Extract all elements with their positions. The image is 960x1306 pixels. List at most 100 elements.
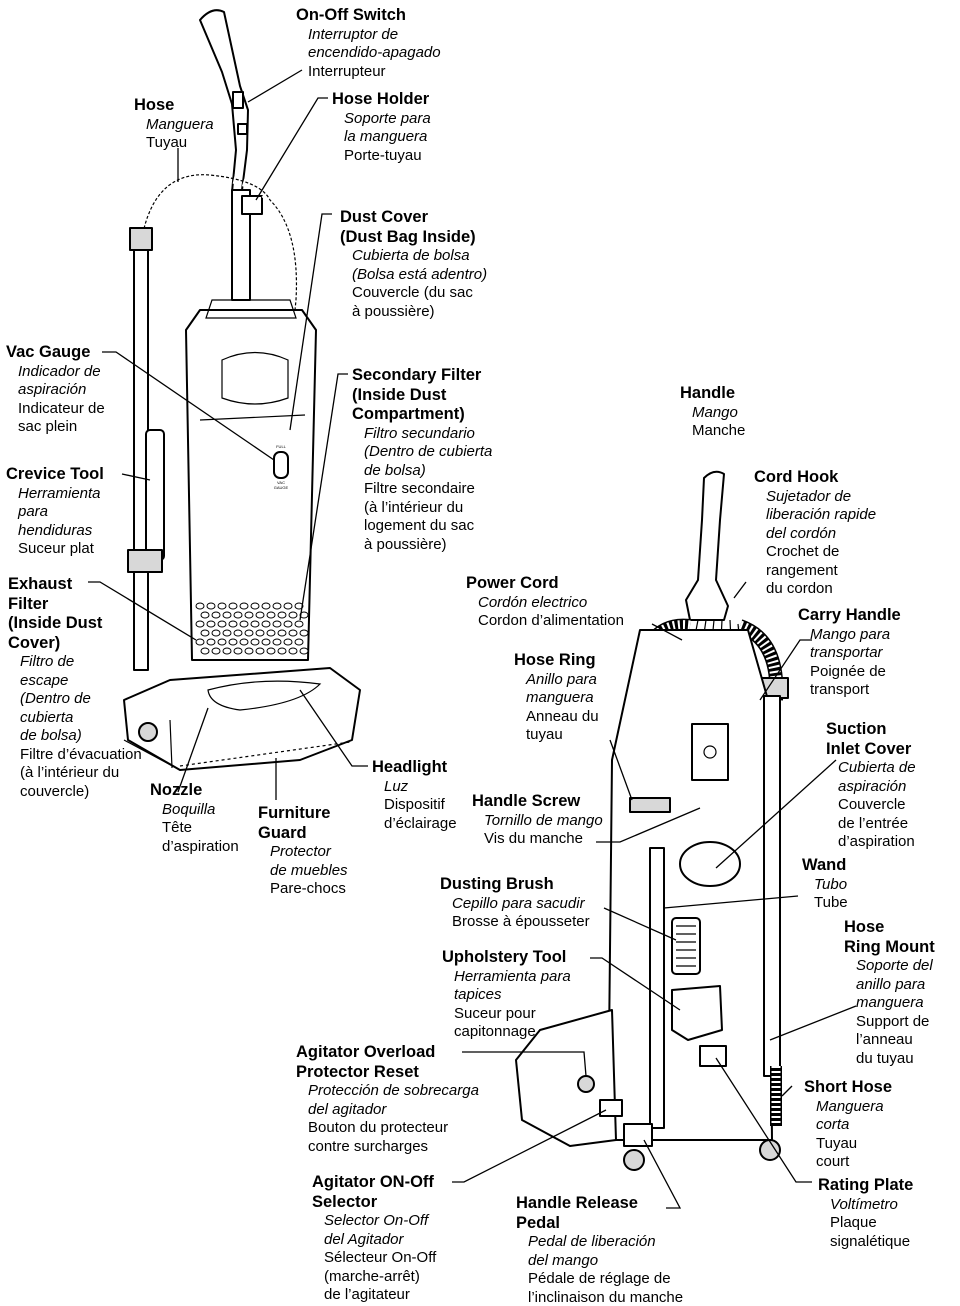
grille-hole bbox=[256, 648, 264, 654]
spanish-line: aspiración bbox=[6, 381, 105, 400]
french-line: logement du sac bbox=[352, 517, 492, 536]
grille-hole bbox=[223, 630, 231, 636]
french-line: d’éclairage bbox=[372, 815, 457, 834]
label-agitator-overload: Agitator OverloadProtector ResetProtecci… bbox=[296, 1043, 479, 1156]
grille-hole bbox=[196, 639, 204, 645]
french-line: Plaque bbox=[818, 1214, 913, 1233]
title-line: Exhaust bbox=[8, 575, 142, 595]
french-line: Interrupteur bbox=[296, 63, 441, 82]
french-line: Tube bbox=[802, 894, 848, 913]
title-line: Selector bbox=[312, 1193, 436, 1213]
title-line: Secondary Filter bbox=[352, 366, 492, 386]
french-line: du tuyau bbox=[844, 1050, 935, 1069]
french-line: Bouton du protecteur bbox=[296, 1119, 479, 1138]
french-line: Tuyau bbox=[134, 134, 214, 153]
grille-hole bbox=[267, 612, 275, 618]
grille-hole bbox=[284, 621, 292, 627]
spanish-line: Cubierta de bolsa bbox=[340, 247, 487, 266]
title-line: Short Hose bbox=[804, 1078, 892, 1098]
spanish-line: hendiduras bbox=[6, 522, 104, 541]
label-hose: HoseMangueraTuyau bbox=[134, 96, 214, 153]
title-line: (Inside Dust bbox=[352, 386, 492, 406]
grille-hole bbox=[223, 648, 231, 654]
grille-hole bbox=[229, 603, 237, 609]
title-line: Guard bbox=[258, 824, 348, 844]
spanish-line: Filtro de bbox=[8, 653, 142, 672]
rating-plate-part bbox=[700, 1046, 726, 1066]
french-line: du cordon bbox=[754, 580, 876, 599]
rear-wheel-right bbox=[760, 1140, 780, 1160]
french-line: court bbox=[804, 1153, 892, 1172]
title-line: Protector Reset bbox=[296, 1063, 479, 1083]
grille-hole bbox=[267, 648, 275, 654]
leader-on-off-switch bbox=[248, 70, 302, 102]
spanish-line: para bbox=[6, 503, 104, 522]
french-line: rangement bbox=[754, 562, 876, 581]
french-line: Manche bbox=[680, 422, 745, 441]
hose-holder-part bbox=[242, 196, 262, 214]
spanish-line: Luz bbox=[372, 778, 457, 797]
title-line: On-Off Switch bbox=[296, 6, 441, 26]
grille-hole bbox=[207, 621, 215, 627]
grille-hole bbox=[300, 630, 308, 636]
title-line: Handle Screw bbox=[472, 792, 603, 812]
french-line: Pare-chocs bbox=[258, 880, 348, 899]
title-line: Filter bbox=[8, 595, 142, 615]
grille-hole bbox=[212, 612, 220, 618]
french-line: à poussière) bbox=[352, 536, 492, 555]
french-line: Sélecteur On-Off bbox=[312, 1249, 436, 1268]
title-line: Hose Holder bbox=[332, 90, 431, 110]
grille-hole bbox=[234, 648, 242, 654]
french-line: Anneau du bbox=[514, 708, 599, 727]
french-line: d’aspiration bbox=[150, 838, 239, 857]
spanish-line: corta bbox=[804, 1116, 892, 1135]
grille-hole bbox=[251, 639, 259, 645]
title-line: Handle bbox=[680, 384, 745, 404]
grille-hole bbox=[245, 630, 253, 636]
grille-hole bbox=[295, 621, 303, 627]
grille-hole bbox=[289, 612, 297, 618]
spanish-line: Herramienta para bbox=[442, 968, 571, 987]
grille-hole bbox=[207, 603, 215, 609]
grille-hole bbox=[289, 648, 297, 654]
spanish-line: manguera bbox=[514, 689, 599, 708]
title-line: Dusting Brush bbox=[440, 875, 590, 895]
spanish-line: Manguera bbox=[134, 116, 214, 135]
hose-cuff bbox=[130, 228, 152, 250]
spanish-line: manguera bbox=[844, 994, 935, 1013]
french-line: Poignée de bbox=[798, 663, 901, 682]
french-line: à poussière) bbox=[340, 303, 487, 322]
spanish-line: Voltímetro bbox=[818, 1196, 913, 1215]
grille-hole bbox=[251, 621, 259, 627]
title-line: Agitator Overload bbox=[296, 1043, 479, 1063]
grille-hole bbox=[240, 639, 248, 645]
french-line: transport bbox=[798, 681, 901, 700]
french-line: Couvercle (du sac bbox=[340, 284, 487, 303]
title-line: Headlight bbox=[372, 758, 457, 778]
grille-hole bbox=[212, 648, 220, 654]
grille-hole bbox=[207, 639, 215, 645]
spanish-line: Soporte para bbox=[332, 110, 431, 129]
grille-hole bbox=[234, 630, 242, 636]
title-line: Wand bbox=[802, 856, 848, 876]
spanish-line: Soporte del bbox=[844, 957, 935, 976]
grille-hole bbox=[196, 603, 204, 609]
gauge-gauge-text: GAUGE bbox=[274, 485, 289, 490]
grille-hole bbox=[273, 639, 281, 645]
label-dust-cover: Dust Cover(Dust Bag Inside)Cubierta de b… bbox=[340, 208, 487, 321]
spanish-line: Cepillo para sacudir bbox=[440, 895, 590, 914]
spanish-line: Manguera bbox=[804, 1098, 892, 1117]
french-line: Suceur pour bbox=[442, 1005, 571, 1024]
french-line: Filtre d’évacuation bbox=[8, 746, 142, 765]
title-line: Hose bbox=[844, 918, 935, 938]
title-line: Cord Hook bbox=[754, 468, 876, 488]
title-line: Rating Plate bbox=[818, 1176, 913, 1196]
label-headlight: HeadlightLuzDispositifd’éclairage bbox=[372, 758, 457, 833]
spanish-line: anillo para bbox=[844, 976, 935, 995]
